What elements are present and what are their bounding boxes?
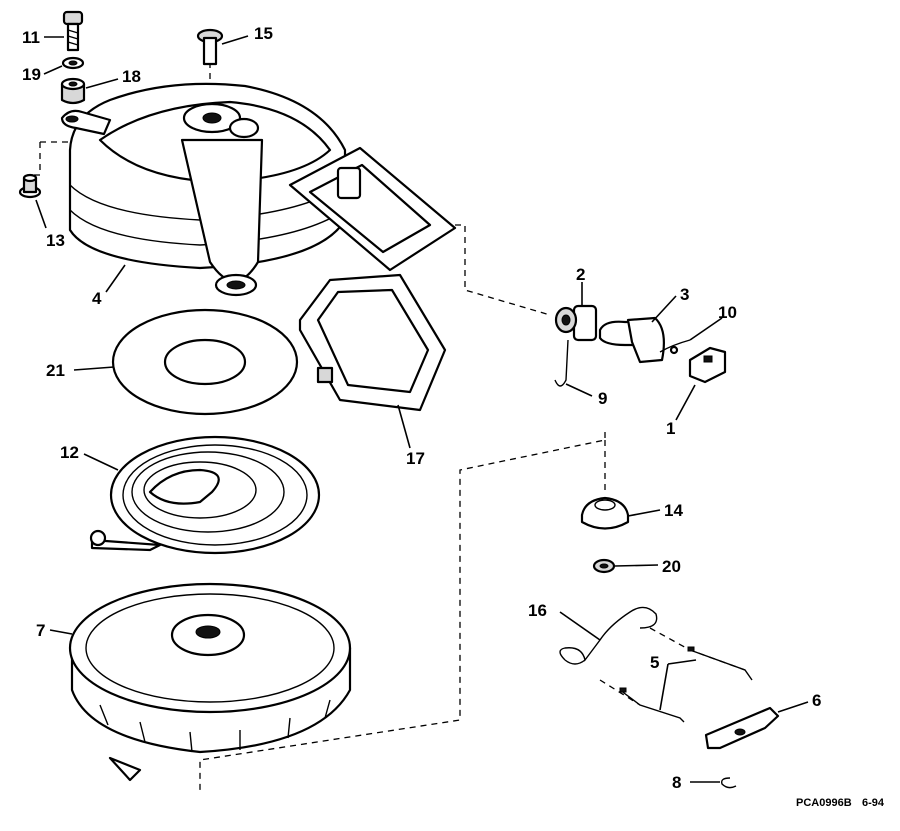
label-part-6: 6 [812, 691, 821, 710]
screw-part-11 [62, 10, 84, 52]
label-part-2: 2 [576, 265, 585, 284]
label-part-1: 1 [666, 419, 675, 438]
clip-part-9 [554, 339, 569, 387]
label-part-7: 7 [36, 621, 45, 640]
rope-part-10 [659, 339, 691, 355]
cam-part-2 [554, 304, 598, 342]
spring-part-12 [89, 435, 321, 555]
link-part-5 [619, 646, 753, 723]
part-labels: 11 19 18 15 13 4 21 12 7 2 3 10 9 1 17 1… [22, 24, 821, 792]
label-part-13: 13 [46, 231, 65, 250]
label-part-15: 15 [254, 24, 273, 43]
label-part-4: 4 [92, 289, 102, 308]
label-part-8: 8 [672, 773, 681, 792]
bushing-part-18 [60, 77, 86, 105]
label-part-5: 5 [650, 653, 659, 672]
label-part-14: 14 [664, 501, 683, 520]
frame-part-17 [298, 273, 447, 412]
washer-part-19 [61, 56, 85, 70]
label-part-18: 18 [122, 67, 141, 86]
label-part-19: 19 [22, 65, 41, 84]
label-part-21: 21 [46, 361, 65, 380]
label-part-16: 16 [528, 601, 547, 620]
bolt-part-15 [196, 28, 224, 66]
label-part-20: 20 [662, 557, 681, 576]
label-part-12: 12 [60, 443, 79, 462]
label-part-10: 10 [718, 303, 737, 322]
drawing-code: PCA0996B [796, 797, 852, 809]
pulley-part-7 [68, 582, 352, 782]
label-part-17: 17 [406, 449, 425, 468]
disc-part-21 [111, 308, 299, 416]
cap-part-14 [580, 496, 630, 530]
label-part-3: 3 [680, 285, 689, 304]
leader-lines [35, 35, 809, 783]
spring-wire-part-16 [559, 606, 658, 665]
lever-part-6 [704, 706, 780, 750]
eclip-part-8 [720, 777, 737, 789]
label-part-11: 11 [22, 28, 40, 47]
starter-housing-part-4 [60, 82, 457, 297]
nut-part-20 [592, 558, 616, 574]
label-part-9: 9 [598, 389, 607, 408]
handle-part-3 [598, 316, 665, 364]
drawing-date: 6-94 [862, 797, 885, 809]
pin-part-13 [18, 173, 42, 199]
block-part-1 [688, 346, 727, 384]
